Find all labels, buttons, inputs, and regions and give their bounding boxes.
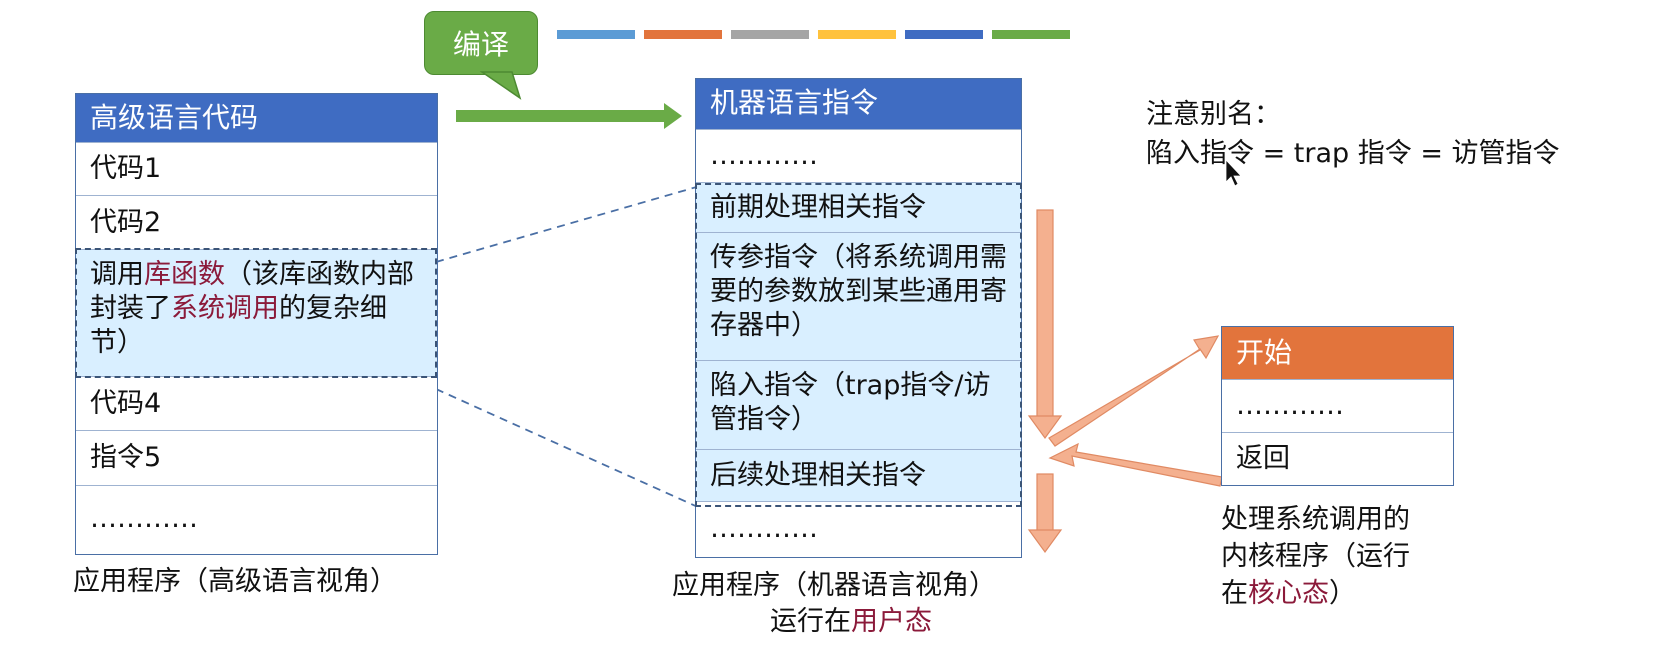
bubble-tail: [479, 71, 522, 100]
high-level-caption: 应用程序（高级语言视角）: [73, 566, 397, 597]
return-arrow-from-kernel: [1048, 442, 1223, 487]
kernel-caption-line3: 在核心态）: [1221, 578, 1356, 609]
flow-arrow-down-1: [1027, 209, 1063, 440]
library-function-highlight: 库函数: [144, 259, 225, 290]
kernel-return-row: 返回: [1222, 432, 1453, 484]
library-call-text: 调用库函数（该库函数内部封装了系统调用的复杂细节）: [90, 259, 414, 358]
machine-caption-line2: 运行在用户态: [770, 606, 932, 637]
instruction-row-5: 指令5: [76, 430, 437, 485]
machine-caption-line1: 应用程序（机器语言视角）: [672, 570, 996, 601]
trap-instruction: 陷入指令（trap指令/访管指令）: [696, 360, 1021, 449]
kernel-caption-line2: 内核程序（运行: [1221, 541, 1410, 572]
trap-arrow-to-kernel: [1048, 335, 1220, 447]
system-call-highlight: 系统调用: [171, 293, 279, 324]
kernel-caption-line1: 处理系统调用的: [1221, 504, 1410, 535]
dashed-connector-bottom: [435, 388, 701, 509]
color-strip-segment: [818, 30, 896, 39]
compile-arrow: [456, 103, 682, 129]
color-strip-segment: [557, 30, 635, 39]
machine-header: 机器语言指令: [696, 79, 1021, 129]
alias-note-body: 陷入指令 = trap 指令 = 访管指令: [1146, 138, 1560, 169]
ellipsis-row: …………: [76, 485, 437, 552]
code-row-1: 代码1: [76, 142, 437, 195]
mouse-cursor: [1225, 158, 1242, 187]
machine-row-top: …………: [696, 129, 1021, 182]
color-strip: [557, 30, 1070, 39]
user-mode-highlight: 用户态: [851, 606, 932, 637]
color-strip-segment: [644, 30, 722, 39]
code-row-2: 代码2: [76, 195, 437, 249]
compile-label: 编译: [452, 28, 509, 61]
high-level-header: 高级语言代码: [76, 94, 437, 142]
code-row-4: 代码4: [76, 376, 437, 430]
machine-instruction-table: 机器语言指令 ………… 前期处理相关指令 传参指令（将系统调用需要的参数放到某些…: [695, 78, 1022, 558]
high-level-code-table: 高级语言代码 代码1 代码2 调用库函数（该库函数内部封装了系统调用的复杂细节）…: [75, 93, 438, 555]
library-call-row: 调用库函数（该库函数内部封装了系统调用的复杂细节）: [76, 249, 437, 376]
pre-processing-instructions: 前期处理相关指令: [696, 182, 1021, 232]
alias-note-title: 注意别名：: [1146, 99, 1281, 130]
parameter-passing-instructions: 传参指令（将系统调用需要的参数放到某些通用寄存器中）: [696, 232, 1021, 360]
kernel-header: 开始: [1222, 327, 1453, 379]
machine-row-bottom: …………: [696, 501, 1021, 555]
kernel-dots-row: …………: [1222, 379, 1453, 432]
post-processing-instructions: 后续处理相关指令: [696, 449, 1021, 501]
dashed-connector-top: [435, 185, 701, 263]
kernel-mode-highlight: 核心态: [1248, 578, 1329, 609]
flow-arrow-down-2: [1027, 473, 1063, 554]
color-strip-segment: [731, 30, 809, 39]
kernel-program-table: 开始 ………… 返回: [1221, 326, 1454, 486]
compile-bubble: 编译: [424, 11, 538, 75]
color-strip-segment: [905, 30, 983, 39]
color-strip-segment: [992, 30, 1070, 39]
